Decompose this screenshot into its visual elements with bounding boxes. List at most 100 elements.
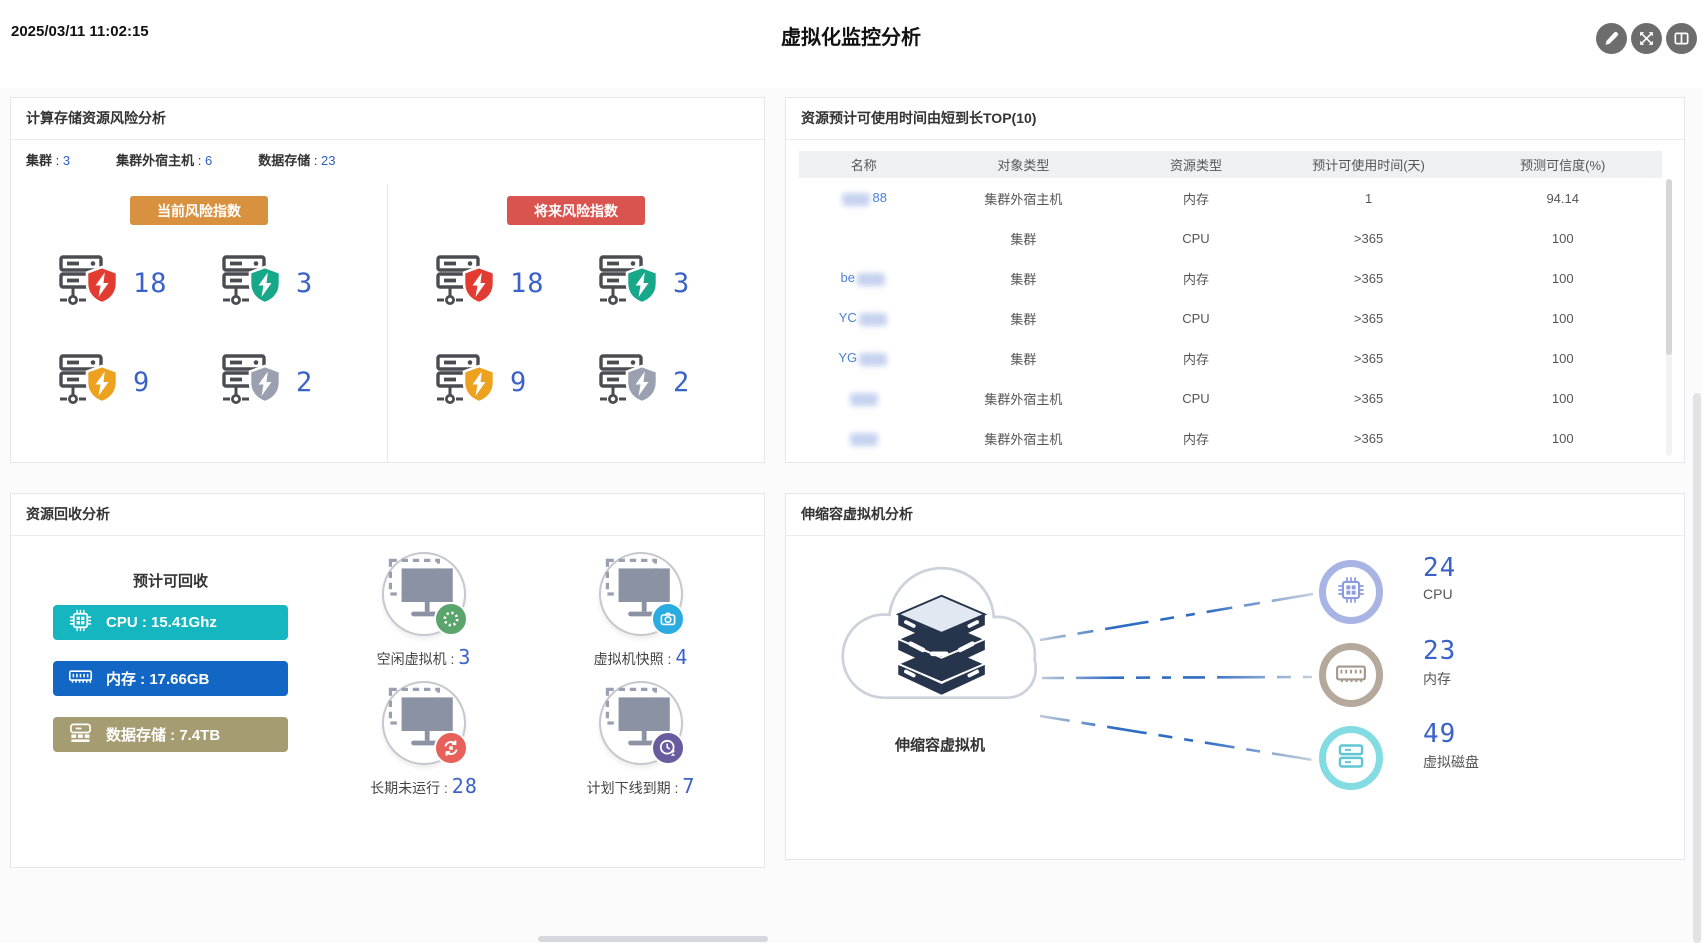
resource-type-cell: 内存 xyxy=(1182,271,1209,287)
name-cell: 88 xyxy=(799,190,928,206)
resource-type-cell: 内存 xyxy=(1182,351,1209,367)
vertical-scrollbar-thumb[interactable] xyxy=(1693,393,1701,943)
scale-metric-circle xyxy=(1319,643,1383,707)
cpu-icon xyxy=(68,608,93,637)
resource-type-cell: CPU xyxy=(1182,310,1210,326)
resource-type-cell: CPU xyxy=(1182,230,1210,246)
risk-stat: 集群 : 3 xyxy=(26,153,71,168)
vm-metric-label: 虚拟机快照 : 4 xyxy=(593,645,689,669)
panel-title: 伸缩容虚拟机分析 xyxy=(786,494,1684,536)
layout-button[interactable] xyxy=(1666,23,1697,54)
risk-index-button[interactable]: 将来风险指数 xyxy=(507,196,645,225)
recycle-pill-label: 内存 : 17.66GB xyxy=(106,671,210,688)
cpu-chip-icon xyxy=(1335,575,1367,610)
risk-item-no-risk: 2 xyxy=(221,351,384,414)
confidence-cell: 100 xyxy=(1551,310,1574,326)
risk-index-button[interactable]: 当前风险指数 xyxy=(130,196,268,225)
confidence-cell: 100 xyxy=(1551,230,1574,246)
edit-button[interactable] xyxy=(1596,23,1627,54)
vm-metric: 虚拟机快照 : 4 xyxy=(541,552,741,669)
table-scrollbar[interactable] xyxy=(1666,179,1672,456)
risk-analysis-panel: 计算存储资源风险分析 集群 : 3 集群外宿主机 : 6 数据存储 : 23 当前风… xyxy=(10,97,765,463)
redacted-blob xyxy=(859,352,888,366)
scale-metric-circle xyxy=(1319,726,1383,790)
risk-stat: 集群外宿主机 : 6 xyxy=(116,153,213,168)
name-link[interactable]: YC xyxy=(838,310,857,326)
confidence-cell: 100 xyxy=(1551,270,1574,286)
scale-metric-value: 24 xyxy=(1423,553,1457,583)
columns-icon xyxy=(1673,30,1690,47)
vm-circle xyxy=(382,681,468,765)
panel-title: 资源回收分析 xyxy=(11,494,764,536)
risk-stat-value: 3 xyxy=(62,153,71,168)
column-header: 资源类型 xyxy=(1169,158,1222,173)
risk-count: 2 xyxy=(673,367,691,398)
scale-metric-value: 23 xyxy=(1423,636,1457,666)
snapshot-camera-icon xyxy=(651,602,685,636)
horizontal-scrollbar-thumb[interactable] xyxy=(538,936,768,942)
resource-forecast-panel: 资源预计可使用时间由短到长TOP(10) 名称对象类型资源类型预计可使用时间(天… xyxy=(785,97,1685,463)
object-type-cell: 集群外宿主机 xyxy=(984,431,1063,447)
risk-count: 18 xyxy=(510,268,545,299)
risk-stat-label: 集群 xyxy=(26,153,53,168)
vm-monitor-icon xyxy=(601,687,681,757)
risk-stats: 集群 : 3 集群外宿主机 : 6 数据存储 : 23 xyxy=(26,150,336,169)
confidence-cell: 100 xyxy=(1551,350,1574,366)
risk-stat: 数据存储 : 23 xyxy=(258,153,336,168)
header-actions xyxy=(1596,23,1697,54)
risk-count: 9 xyxy=(133,367,151,398)
risk-stat-value: 6 xyxy=(204,153,213,168)
fullscreen-button[interactable] xyxy=(1631,23,1662,54)
recycle-pill: CPU : 15.41Ghz xyxy=(53,605,288,640)
risk-item-low-risk: 3 xyxy=(221,252,384,315)
panel-title: 资源预计可使用时间由短到长TOP(10) xyxy=(786,98,1684,140)
risk-count: 2 xyxy=(296,367,314,398)
vm-metric-label: 长期未运行 : 28 xyxy=(370,774,478,798)
name-link[interactable]: be xyxy=(840,270,855,286)
name-link[interactable]: YG xyxy=(838,350,858,366)
resource-type-cell: CPU xyxy=(1182,390,1210,406)
table-scrollbar-thumb[interactable] xyxy=(1666,179,1672,355)
days-cell: >365 xyxy=(1353,390,1384,406)
memory-icon xyxy=(68,664,93,693)
object-type-cell: 集群外宿主机 xyxy=(984,391,1063,407)
scale-metric-label: CPU xyxy=(1423,586,1453,602)
vm-metric-value: 28 xyxy=(451,774,478,798)
storage-icon xyxy=(68,720,93,749)
risk-stat-label: 集群外宿主机 xyxy=(116,153,195,168)
risk-item-low-risk: 3 xyxy=(598,252,761,315)
risk-count: 18 xyxy=(133,268,168,299)
risk-count: 3 xyxy=(673,268,691,299)
vm-monitor-icon xyxy=(384,687,464,757)
name-cell xyxy=(799,430,928,446)
object-type-cell: 集群 xyxy=(1010,231,1037,247)
risk-items: 18 3 9 2 xyxy=(11,252,387,414)
resource-type-cell: 内存 xyxy=(1182,191,1209,207)
table-header-row: 名称对象类型资源类型预计可使用时间(天)预测可信度(%) xyxy=(799,151,1662,178)
vm-circle xyxy=(599,681,685,765)
panel-title: 计算存储资源风险分析 xyxy=(11,98,764,140)
name-cell xyxy=(799,390,928,406)
object-type-cell: 集群 xyxy=(1010,351,1037,367)
not-running-refresh-icon xyxy=(434,731,468,765)
vm-metric: 长期未运行 : 28 xyxy=(324,681,524,798)
risk-item-medium-risk: 9 xyxy=(435,351,598,414)
pencil-icon xyxy=(1603,30,1620,47)
table-row: YG 集群 内存 >365 100 xyxy=(799,338,1662,378)
vm-metric-value: 4 xyxy=(675,645,689,669)
cloud-icon xyxy=(841,566,1038,700)
server-shield-icon xyxy=(435,252,497,315)
vm-circle xyxy=(382,552,468,636)
days-cell: >365 xyxy=(1353,350,1384,366)
name-cell: YC xyxy=(799,310,928,326)
name-link[interactable]: 88 xyxy=(872,190,887,206)
confidence-cell: 94.14 xyxy=(1546,190,1579,206)
vm-metric: 计划下线到期 : 7 xyxy=(541,681,741,798)
offline-due-clock-icon xyxy=(651,731,685,765)
expand-icon xyxy=(1638,30,1655,47)
